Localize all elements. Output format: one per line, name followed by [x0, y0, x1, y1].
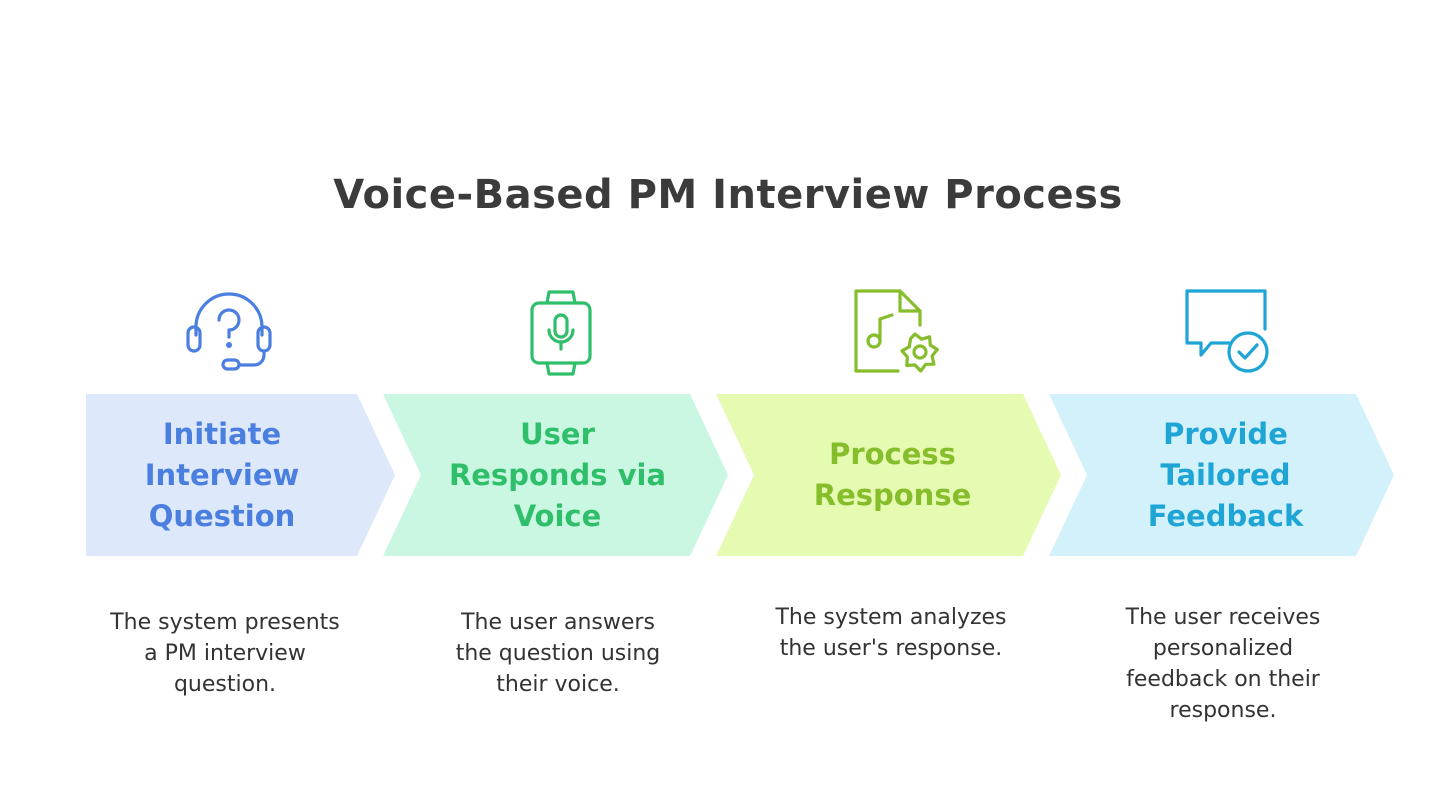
step-2-description-line: their voice.	[496, 672, 620, 697]
diagram-title: Voice-Based PM Interview Process	[333, 172, 1123, 218]
step-1-description-line: The system presents	[110, 610, 340, 635]
step-3-description-line: The system analyzes	[775, 605, 1007, 630]
step-1-description: The system presents a PM interview quest…	[75, 607, 375, 700]
step-1-description-line: question.	[173, 672, 277, 697]
chat-check-icon	[1185, 289, 1269, 373]
step-1-description-line: a PM interview	[144, 641, 306, 666]
audio-file-gear-icon	[854, 289, 939, 373]
step-1-label-line: Interview	[144, 457, 300, 492]
step-1-label: Initiate Interview Question	[86, 394, 358, 556]
step-3-label: Process Response	[745, 394, 1040, 556]
step-1-label-line: Question	[148, 498, 296, 533]
step-3-label-line: Response	[813, 478, 972, 512]
step-2-label: User Responds via Voice	[410, 394, 705, 556]
step-3-description-line: the user's response.	[779, 636, 1003, 661]
step-2-label-line: User	[520, 416, 595, 451]
step-2-description-line: the question using	[455, 641, 661, 666]
step-1-label-line: Initiate	[162, 416, 282, 451]
step-4-description-line: personalized	[1152, 636, 1294, 661]
smartwatch-microphone-icon	[530, 290, 592, 376]
step-4-description-line: feedback on their	[1126, 667, 1320, 692]
chevron-step-3	[716, 394, 1061, 556]
step-3-description: The system analyzes the user's response.	[741, 602, 1041, 664]
step-4-label-line: Tailored	[1160, 457, 1291, 492]
step-4-label-line: Feedback	[1147, 498, 1304, 533]
chevron-step-1	[86, 394, 395, 556]
step-3-label-line: Process	[829, 437, 956, 471]
headset-question-icon	[186, 292, 272, 371]
step-4-label-line: Provide	[1163, 416, 1288, 451]
step-4-label: Provide Tailored Feedback	[1078, 394, 1373, 556]
step-2-description-line: The user answers	[461, 610, 655, 635]
step-2-description: The user answers the question using thei…	[408, 607, 708, 700]
step-4-description-line: The user receives	[1125, 605, 1321, 630]
step-4-description: The user receives personalized feedback …	[1073, 602, 1373, 726]
step-2-label-line: Responds via	[448, 457, 667, 492]
step-4-description-line: response.	[1169, 698, 1277, 723]
chevron-step-4	[1049, 394, 1394, 556]
chevron-step-2	[383, 394, 728, 556]
step-2-label-line: Voice	[513, 498, 602, 533]
